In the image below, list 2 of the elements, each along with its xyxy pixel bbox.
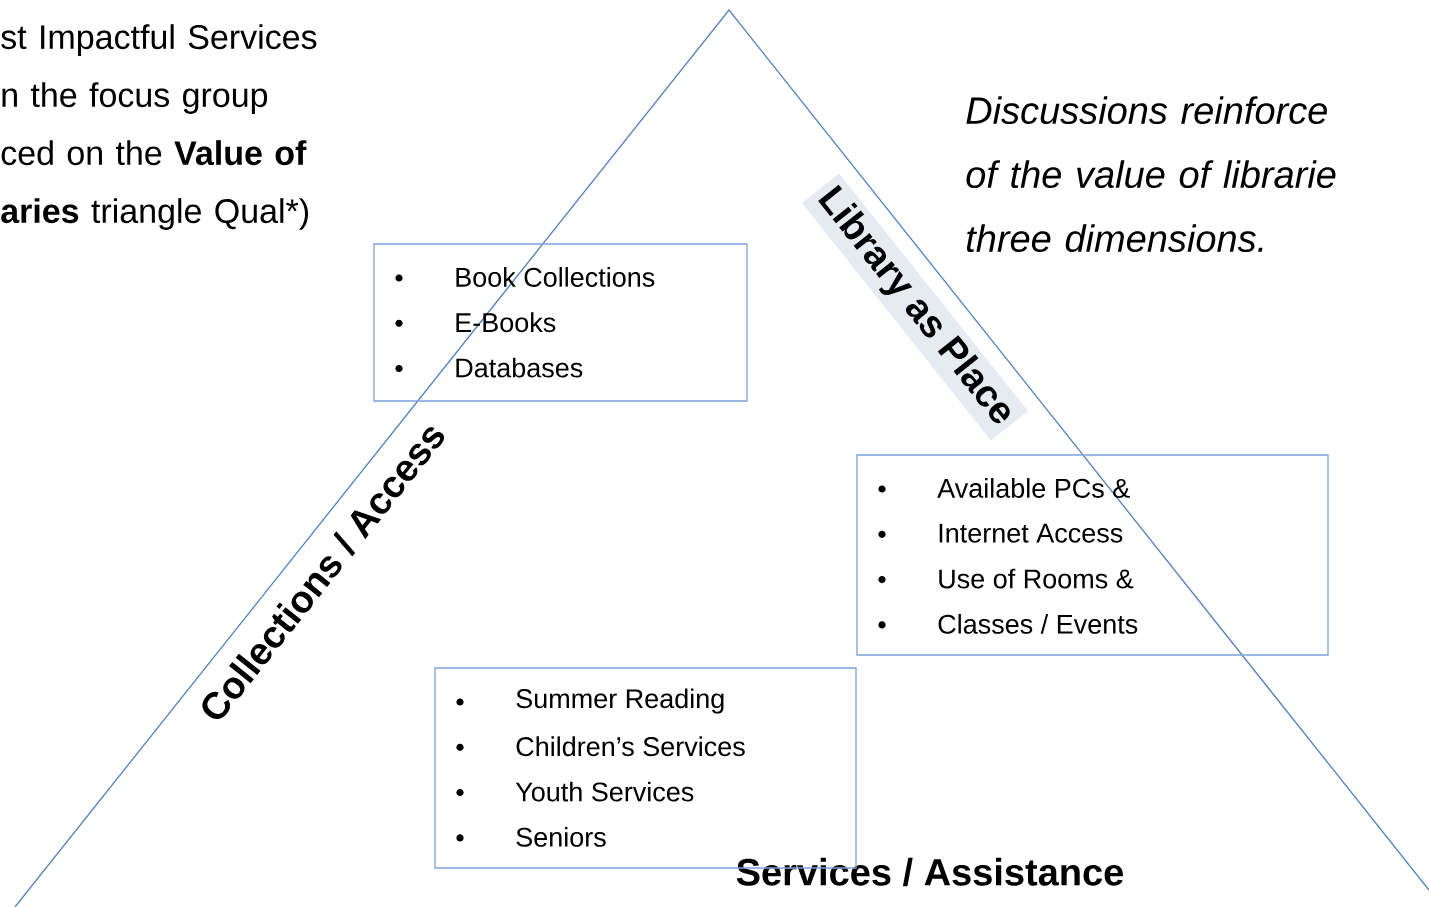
note-text: st Impactful Services n the focus group ced on the Value of aries triangle Qual*) <box>1 24 317 230</box>
bullet-list-box: Available PCs & Internet Access Use of Rooms & Classes / Events <box>856 454 1329 656</box>
